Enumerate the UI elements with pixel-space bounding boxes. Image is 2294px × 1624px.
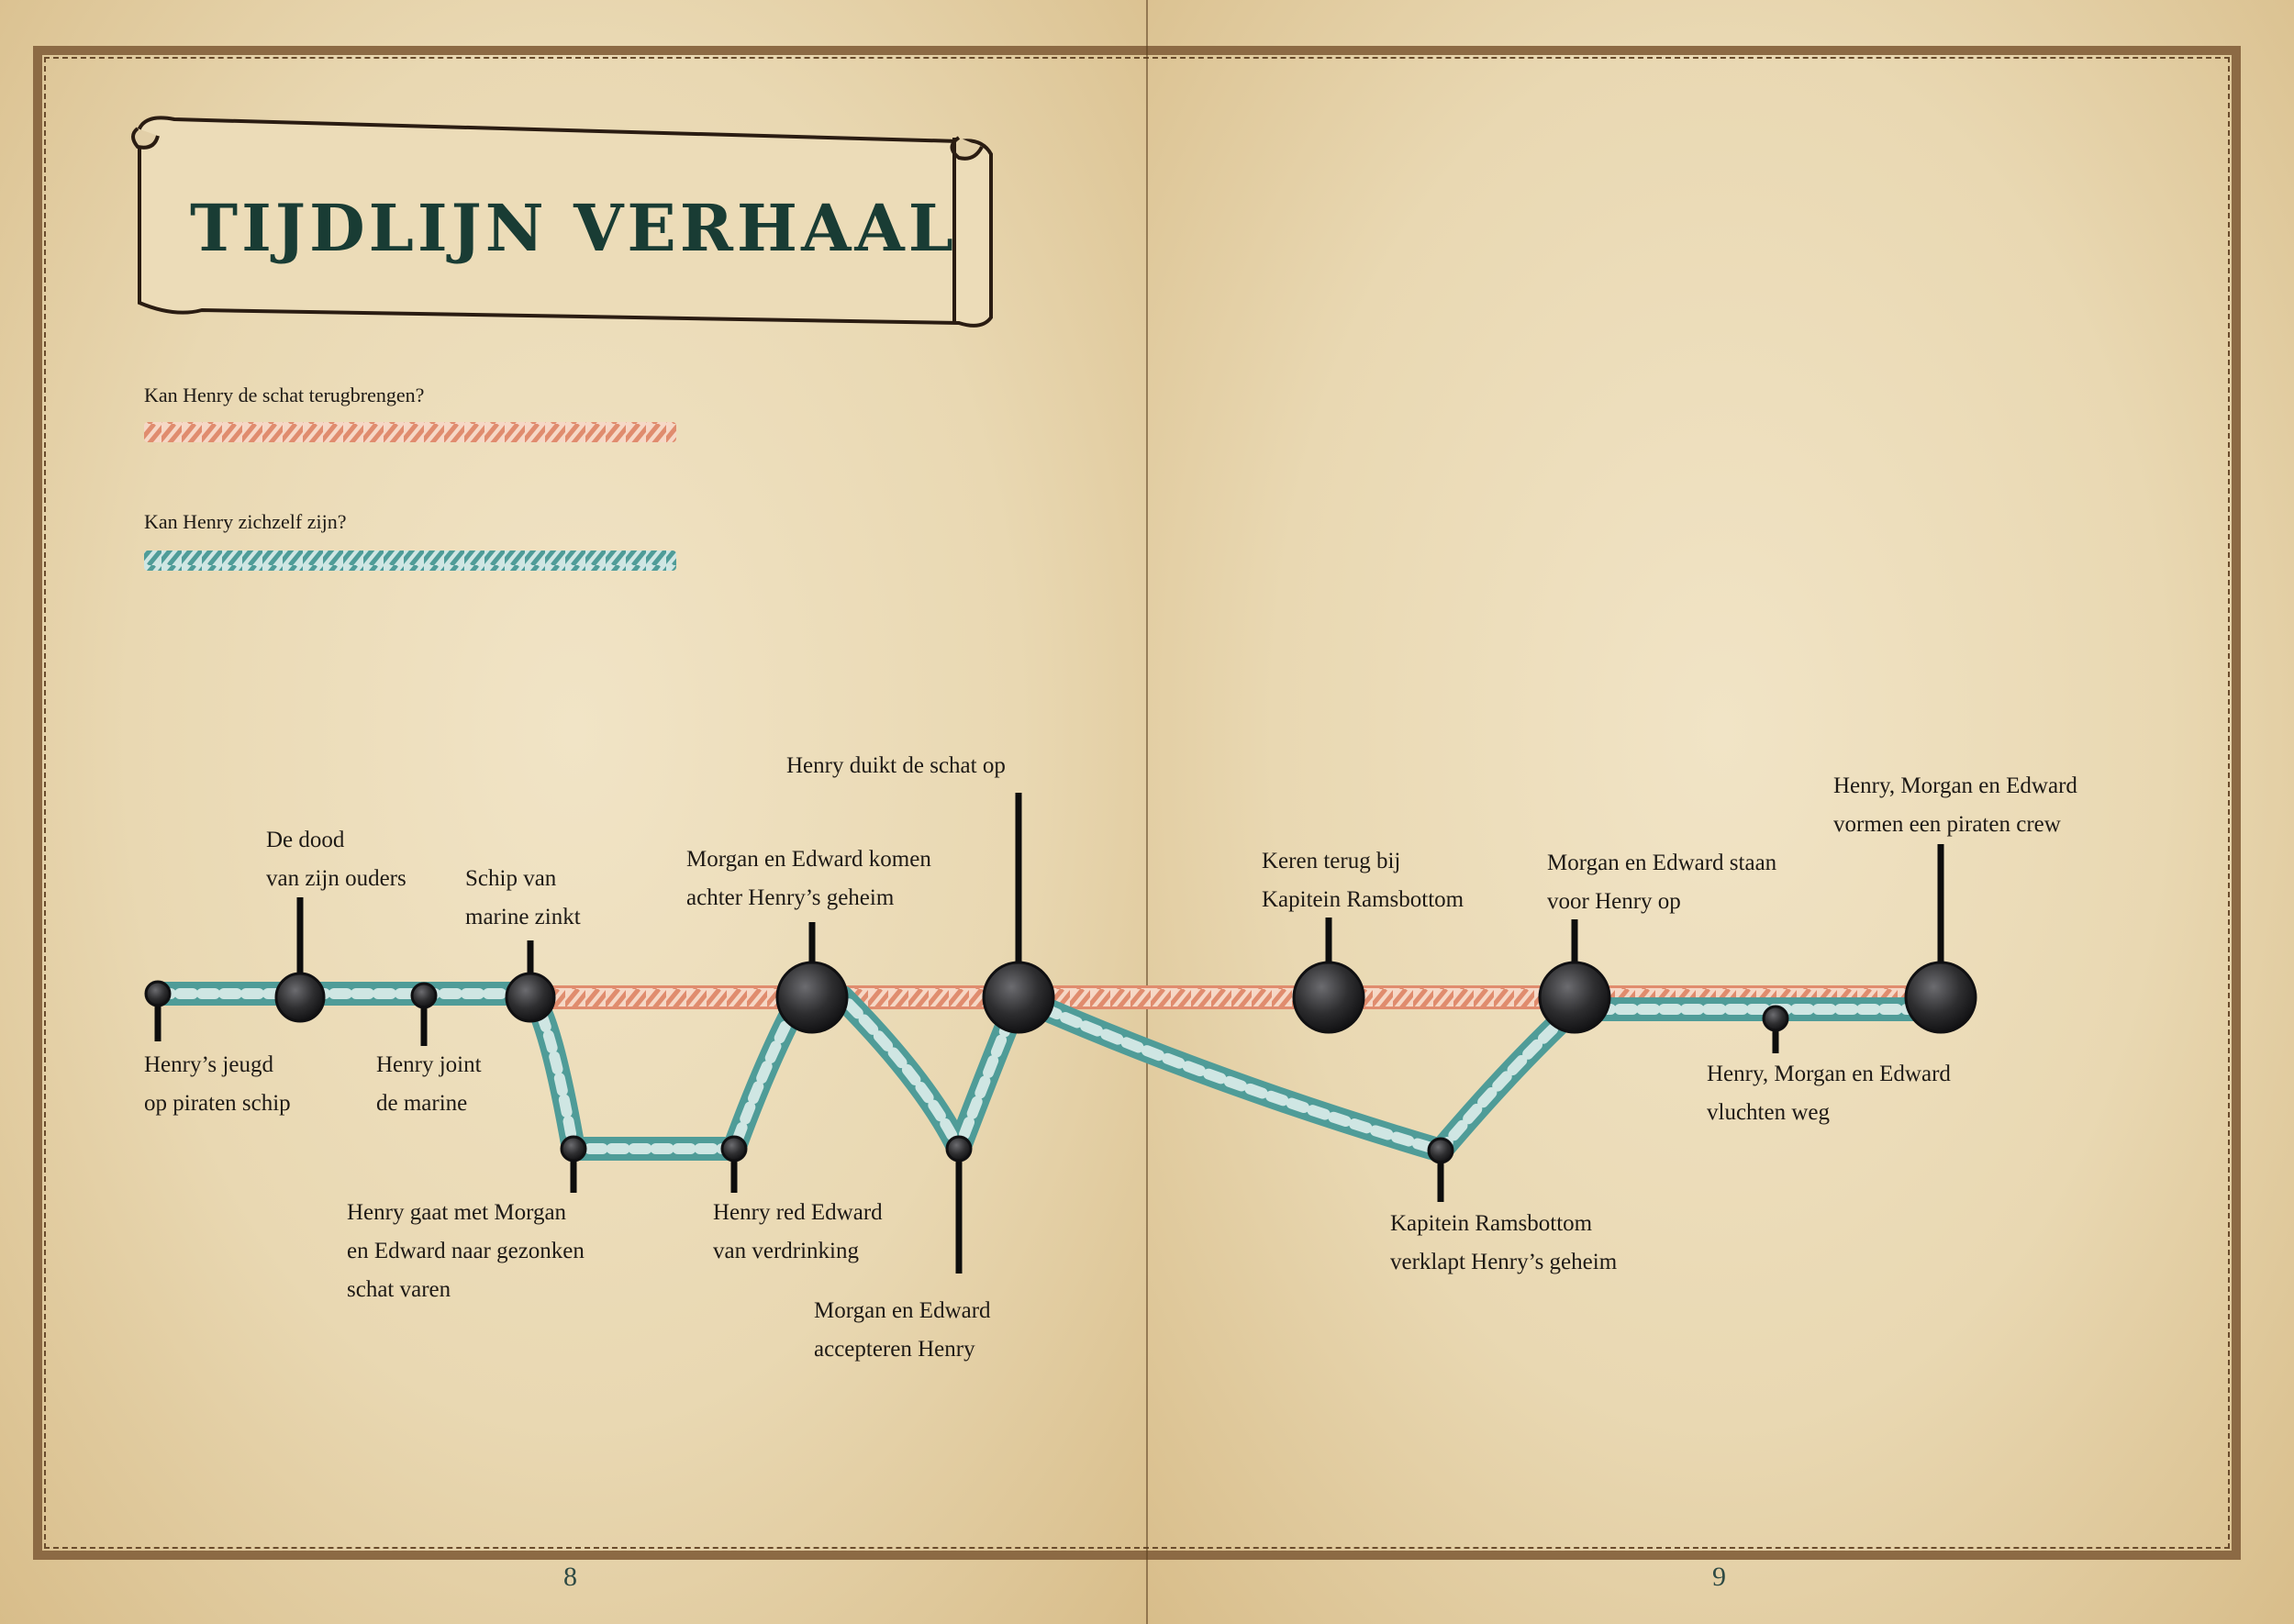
event-marker — [1538, 961, 1611, 1034]
event-label: Henry’s jeugd op piraten schip — [144, 1052, 291, 1116]
event-label: Henry duikt de schat op — [786, 753, 1006, 778]
event-marker — [1904, 961, 1977, 1034]
event-marker — [720, 1135, 748, 1162]
title-scroll — [131, 116, 993, 328]
event-label: Schip van marine zinkt — [465, 866, 581, 929]
event-marker — [1292, 961, 1365, 1034]
event-label: Henry, Morgan en Edward vormen een pirat… — [1833, 773, 2077, 837]
legend-label-teal: Kan Henry zichzelf zijn? — [144, 510, 347, 533]
event-label: De dood van zijn ouders — [266, 828, 406, 891]
event-label: Kapitein Ramsbottom verklapt Henry’s geh… — [1390, 1211, 1618, 1274]
event-marker — [144, 980, 172, 1007]
event-marker — [410, 982, 438, 1009]
event-label: Keren terug bij Kapitein Ramsbottom — [1262, 849, 1464, 912]
event-marker — [982, 961, 1055, 1034]
event-label: Henry, Morgan en Edward vluchten weg — [1707, 1062, 1951, 1125]
event-marker — [1427, 1137, 1454, 1164]
event-label: Henry red Edward van verdrinking — [713, 1200, 883, 1263]
event-marker — [775, 961, 849, 1034]
event-label: Morgan en Edward komen achter Henry’s ge… — [686, 847, 931, 910]
legend-label-orange: Kan Henry de schat terugbrengen? — [144, 384, 425, 406]
right-page — [1147, 0, 2294, 1624]
page-title: TIJDLIJN VERHAAL — [190, 190, 957, 266]
page-gutter — [1146, 0, 1148, 1624]
event-marker — [945, 1135, 973, 1162]
event-label: Morgan en Edward accepteren Henry — [814, 1298, 991, 1362]
legend-rope-teal — [144, 551, 676, 571]
legend-rope-orange — [144, 422, 676, 442]
page-number-left: 8 — [563, 1562, 577, 1592]
event-label: Henry gaat met Morgan en Edward naar gez… — [347, 1200, 585, 1302]
event-label: Morgan en Edward staan voor Henry op — [1547, 851, 1777, 914]
event-label: Henry joint de marine — [376, 1052, 482, 1116]
event-marker — [1762, 1005, 1789, 1032]
event-marker — [505, 972, 556, 1023]
event-marker — [560, 1135, 587, 1162]
page-number-right: 9 — [1712, 1562, 1726, 1592]
event-marker — [274, 972, 326, 1023]
